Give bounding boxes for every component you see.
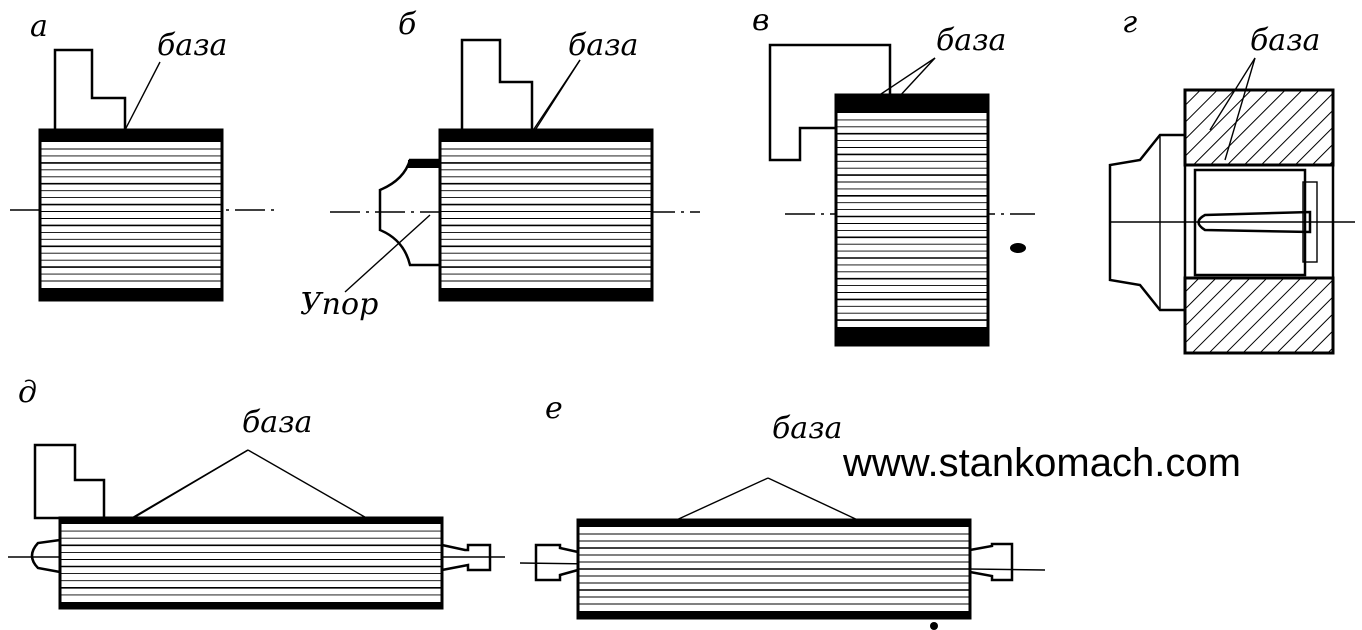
panel-b-stop <box>378 158 440 267</box>
panel-v-workpiece-top-band <box>836 95 988 113</box>
panel-a-letter: а <box>30 9 48 44</box>
panel-b-workpiece-bottom-band <box>440 288 652 300</box>
panel-v-base-leader-1 <box>871 57 936 101</box>
panel-d-letter: д <box>18 375 37 410</box>
panel-v: в база <box>752 3 1035 347</box>
panel-b-letter: б <box>398 7 417 42</box>
panel-d-base-leader-2 <box>129 449 249 521</box>
panel-b-stop-label: Упор <box>300 287 378 322</box>
panel-b-stop-face <box>408 160 440 168</box>
panel-v-chuck-jaw <box>768 43 892 162</box>
panel-g-base-leader-1 <box>1209 57 1256 131</box>
panel-d-base-label: база <box>242 405 312 440</box>
panel-a-chuck-jaw <box>53 48 127 132</box>
panel-b-workpiece <box>438 128 654 302</box>
panel-g-letter: г <box>1122 5 1137 40</box>
panel-b-base-label: база <box>568 28 638 63</box>
panel-e-workpiece-bottom-band <box>578 611 970 618</box>
panel-v-workpiece-outline <box>834 93 990 347</box>
panel-a-workpiece-top-band <box>40 130 222 142</box>
panel-a-workpiece-outline <box>38 128 224 302</box>
panel-g-base-leader-2 <box>1224 57 1256 161</box>
panel-v-mark <box>1010 243 1026 253</box>
panel-d-chuck-jaw <box>33 443 106 520</box>
panel-d-workpiece-bottom-band <box>60 602 442 608</box>
panel-a-base-label: база <box>157 28 227 63</box>
panel-b-chuck-jaw <box>460 38 534 132</box>
panel-g-base-label: база <box>1250 23 1320 58</box>
panel-e-base-leader-1 <box>671 477 769 523</box>
panel-e-left-center <box>534 543 579 582</box>
panel-v-base-label: база <box>936 23 1006 58</box>
panel-e-letter: е <box>545 391 563 426</box>
panel-e-base-label: база <box>772 411 842 446</box>
panel-a-workpiece <box>38 128 224 302</box>
panel-v-workpiece <box>834 93 990 347</box>
panel-b-workpiece-outline <box>438 128 654 302</box>
panel-e-right-center <box>969 542 1014 582</box>
panel-v-letter: в <box>752 3 769 38</box>
panel-e: е база <box>519 391 1046 630</box>
panel-g-mandrel-rod <box>1197 210 1312 234</box>
panel-d-base-leader-3 <box>247 449 371 521</box>
panel-e-base-leader-2 <box>767 477 863 523</box>
panel-d: д база <box>8 375 505 610</box>
panel-b-workpiece-top-band <box>440 130 652 142</box>
panel-v-workpiece-bottom-band <box>836 327 988 345</box>
panel-d-workpiece <box>58 516 444 610</box>
panel-d-right-center <box>441 543 492 572</box>
panel-d-left-center <box>30 538 61 574</box>
panel-g-bushing-bottom <box>1183 276 1335 355</box>
panel-d-workpiece-top-band <box>60 518 442 524</box>
panel-g: г база <box>1108 5 1355 355</box>
panel-e-mark <box>930 622 938 630</box>
panel-a-base-leader <box>124 61 161 131</box>
panel-g-bushing-top <box>1183 88 1335 167</box>
panel-e-workpiece-top-band <box>578 520 970 527</box>
watermark-text: www.stankomach.com <box>842 441 1241 485</box>
panel-b-stop-leader <box>344 214 431 293</box>
panel-a-workpiece-bottom-band <box>40 288 222 300</box>
panel-e-workpiece <box>576 518 972 620</box>
panel-b: б база Упор <box>300 7 700 322</box>
panel-a: а база <box>10 9 275 302</box>
